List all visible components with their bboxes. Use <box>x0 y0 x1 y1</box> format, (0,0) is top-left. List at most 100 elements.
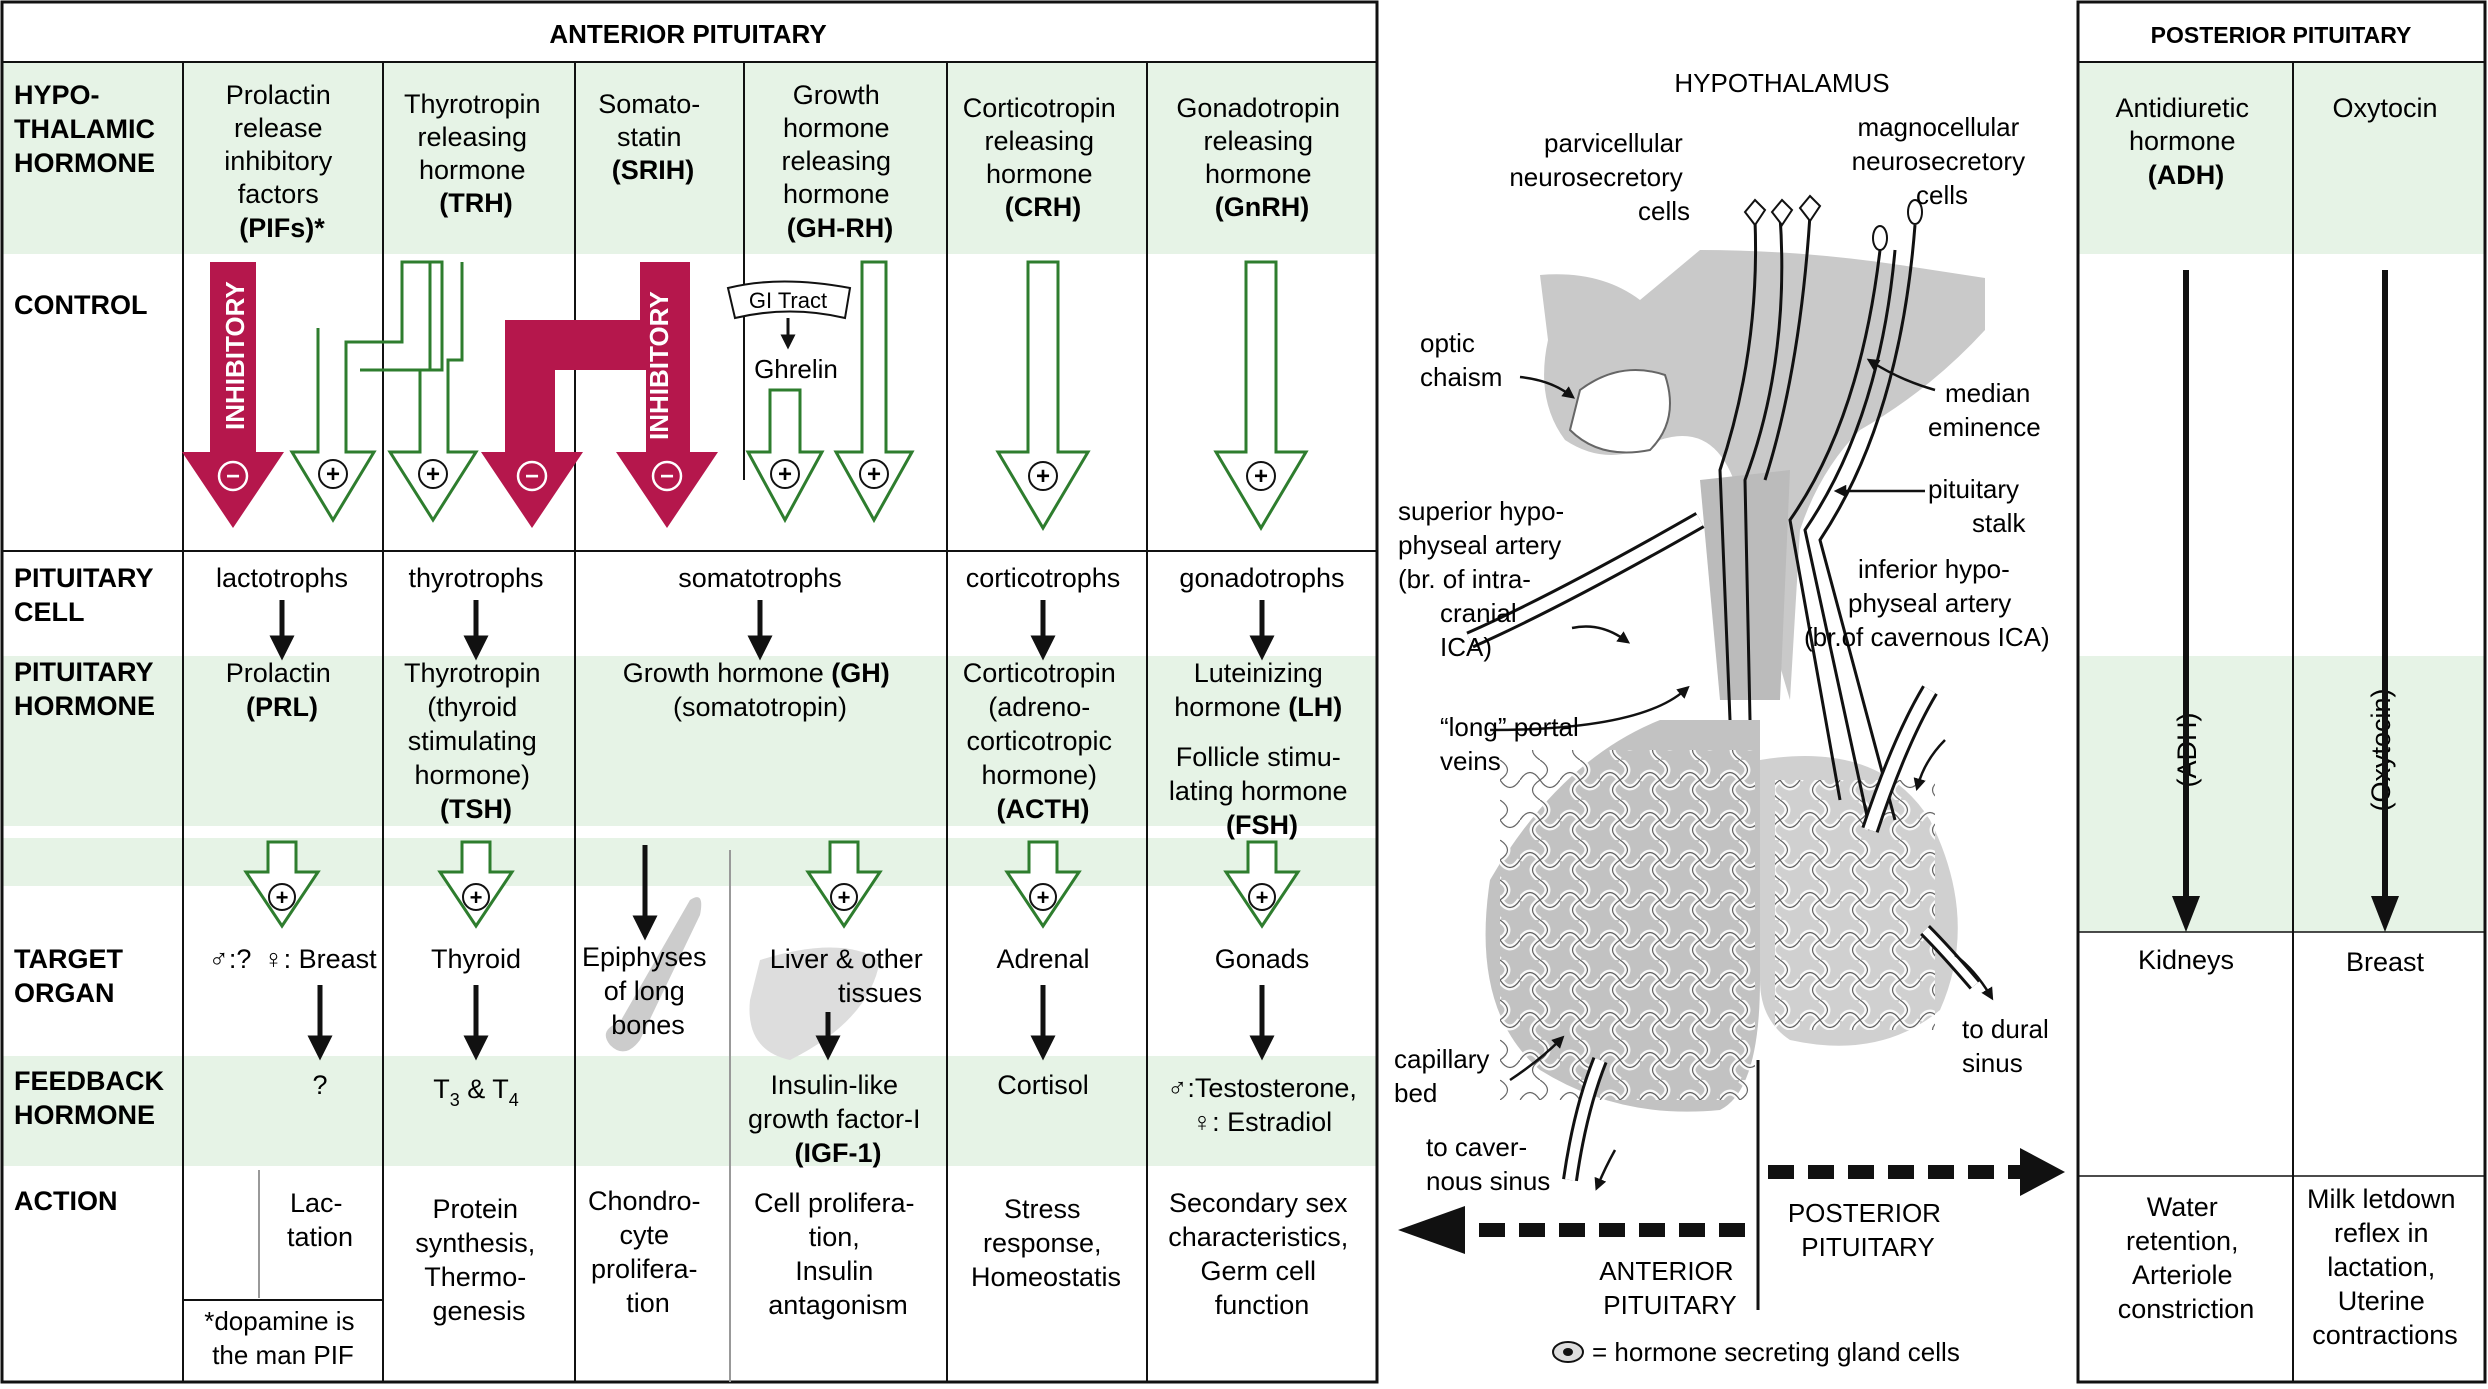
small-plus-3: + <box>838 885 851 910</box>
label-capillary-bed: capillary bed <box>1394 1044 1497 1108</box>
hormone-oxytocin: Oxytocin <box>2332 93 2437 123</box>
posterior-arrows <box>2183 270 2388 900</box>
inhibitory-label-pif: INHIBITORY <box>220 281 250 430</box>
anterior-title: ANTERIOR PITUITARY <box>549 19 826 49</box>
target-liver: Liver & other tissues <box>770 944 931 1008</box>
stimulatory-arrow-crh <box>995 260 1091 531</box>
posterior-title: POSTERIOR PITUITARY <box>2151 22 2412 48</box>
phormone-oxytocin: (Oxytocin) <box>2366 688 2396 811</box>
phormone-gh: Growth hormone (GH) (somatotropin) <box>623 658 898 722</box>
small-plus-4: + <box>1037 885 1050 910</box>
feedback-hormones: ? T3 & T4 Insulin-like growth factor-I (… <box>312 1070 1356 1168</box>
label-anterior-pituitary: ANTERIOR PITUITARY <box>1599 1256 1741 1320</box>
feedback-prl: ? <box>312 1070 327 1100</box>
phormone-prolactin: Prolactin (PRL) <box>226 658 339 722</box>
action-cell-prolif: Cell prolifera- tion, Insulin antagonism <box>754 1188 922 1320</box>
hormone-crh: Corticotropin releasing hormone (CRH) <box>963 93 1124 222</box>
posterior-table: POSTERIOR PITUITARY Antidiuretic hormone… <box>2076 0 2487 1384</box>
small-plus-1: + <box>276 885 289 910</box>
row-labels: HYPO- THALAMIC HORMONE CONTROL PITUITARY… <box>14 80 165 1216</box>
actions: Lac- tation Protein synthesis, Thermo- g… <box>204 1186 1356 1370</box>
stimulatory-arrow-ghrh-1 <box>745 388 825 524</box>
anterior-capillary-net <box>1500 750 1755 1100</box>
label-hypothalamic-hormone: HYPO- THALAMIC HORMONE <box>14 80 163 178</box>
feedback-cortisol: Cortisol <box>997 1070 1089 1100</box>
small-plus-2: + <box>470 885 483 910</box>
gi-tract-label: GI Tract <box>749 288 827 313</box>
label-control: CONTROL <box>14 290 147 320</box>
cell-corticotrophs: corticotrophs <box>966 563 1121 593</box>
stimulatory-arrow-ghrh-2 <box>833 260 915 524</box>
cell-somatotrophs: somatotrophs <box>678 563 842 593</box>
label-optic-chiasm: optic chaism <box>1420 328 1502 392</box>
hormone-trh: Thyrotropin releasing hormone (TRH) <box>404 89 548 218</box>
anatomy-labels: parvicellular neurosecretory cells magno… <box>1394 112 2056 1367</box>
pituitary-cells: lactotrophs thyrotrophs somatotrophs cor… <box>216 563 1345 593</box>
gi-tract-scroll <box>726 280 852 320</box>
target-epiphyses: Epiphyses of long bones <box>582 942 714 1040</box>
hormone-pif: Prolactin release inhibitory factors (PI… <box>224 80 340 243</box>
stimulatory-arrow-gnrh <box>1213 260 1309 531</box>
hormone-srih: Somato- statin (SRIH) <box>598 89 708 185</box>
sign-plus-1: + <box>326 461 340 488</box>
feedback-t3-t4: T3 & T4 <box>433 1074 519 1110</box>
liver-illustration <box>749 947 880 1060</box>
label-dural-sinus: to dural sinus <box>1962 1014 2056 1078</box>
pointer-arrows <box>1489 358 1994 1191</box>
label-parvicellular: parvicellular neurosecretory cells <box>1509 128 1690 226</box>
inhibitory-arrow-pif <box>182 262 284 528</box>
hypothalamus-label: HYPOTHALAMUS <box>1674 68 1889 98</box>
target-thyroid: Thyroid <box>431 944 521 974</box>
inhibitory-label-srih: INHIBITORY <box>644 291 674 440</box>
phormone-lh-fsh: Luteinizing hormone (LH) Follicle stimu-… <box>1169 658 1355 840</box>
action-stress: Stress response, Homeostatis <box>971 1194 1121 1292</box>
label-cavernous-sinus: to caver- nous sinus <box>1426 1132 1550 1196</box>
target-gonads: Gonads <box>1215 944 1310 974</box>
label-inferior-artery: inferior hypo- physeal artery (br.of cav… <box>1804 554 2050 652</box>
sign-plus-2: + <box>426 461 440 488</box>
cell-arrows <box>269 600 1275 661</box>
label-action: ACTION <box>14 1186 118 1216</box>
sign-minus-1: − <box>226 463 240 490</box>
label-pituitary-hormone: PITUITARY HORMONE <box>14 657 161 721</box>
target-male-breast: ♂:? <box>209 944 252 974</box>
neurosecretory-axons <box>1718 214 1917 831</box>
bone-illustration <box>605 897 702 1052</box>
hypothalamic-hormones: Prolactin release inhibitory factors (PI… <box>224 80 1347 243</box>
target-arrows <box>307 985 1275 1061</box>
label-pituitary-cell: PITUITARY CELL <box>14 563 161 627</box>
action-water: Water retention, Arteriole constriction <box>2118 1192 2255 1324</box>
label-superior-artery: superior hypo- physeal artery (br. of in… <box>1398 496 1571 662</box>
action-sex: Secondary sex characteristics, Germ cell… <box>1168 1188 1356 1320</box>
stimulatory-arrow-pif <box>289 260 432 523</box>
hormone-gnrh: Gonadotropin releasing hormone (GnRH) <box>1176 93 1347 222</box>
label-target-organ: TARGET ORGAN <box>14 944 131 1008</box>
cell-lactotrophs: lactotrophs <box>216 563 348 593</box>
cell-thyrotrophs: thyrotrophs <box>408 563 543 593</box>
target-adrenal: Adrenal <box>996 944 1089 974</box>
action-lactation: Lac- tation <box>287 1188 353 1252</box>
anatomy-illustration: HYPOTHALAMUS <box>1394 68 2065 1367</box>
legend-text: = hormone secreting gland cells <box>1592 1337 1960 1367</box>
target-breast: Breast <box>2346 947 2425 977</box>
feedback-estradiol: ♀: Estradiol <box>1192 1107 1332 1137</box>
stimulatory-arrow-trh <box>387 260 479 523</box>
action-chondro: Chondro- cyte prolifera- tion <box>588 1186 708 1318</box>
sign-plus-3: + <box>778 461 792 488</box>
ghrelin-label: Ghrelin <box>754 354 838 384</box>
label-median-eminence: median eminence <box>1928 378 2041 442</box>
label-portal-veins: “long” portal veins <box>1440 712 1586 776</box>
optic-chiasm <box>1568 369 1671 454</box>
target-female-breast: ♀: Breast <box>263 944 377 974</box>
phormone-tsh: Thyrotropin (thyroid stimulating hormone… <box>404 658 548 824</box>
action-protein: Protein synthesis, Thermo- genesis <box>415 1194 543 1326</box>
action-milk: Milk letdown reflex in lactation, Uterin… <box>2307 1184 2463 1350</box>
target-kidneys: Kidneys <box>2138 945 2234 975</box>
sign-plus-6: + <box>1254 463 1268 490</box>
label-pituitary-stalk: pituitary stalk <box>1928 474 2026 538</box>
sign-plus-5: + <box>1036 463 1050 490</box>
inhibitory-arrow-srih <box>481 262 718 528</box>
hormone-ghrh: Growth hormone releasing hormone (GH-RH) <box>781 80 898 243</box>
hormone-adh: Antidiuretic hormone (ADH) <box>2115 93 2256 190</box>
